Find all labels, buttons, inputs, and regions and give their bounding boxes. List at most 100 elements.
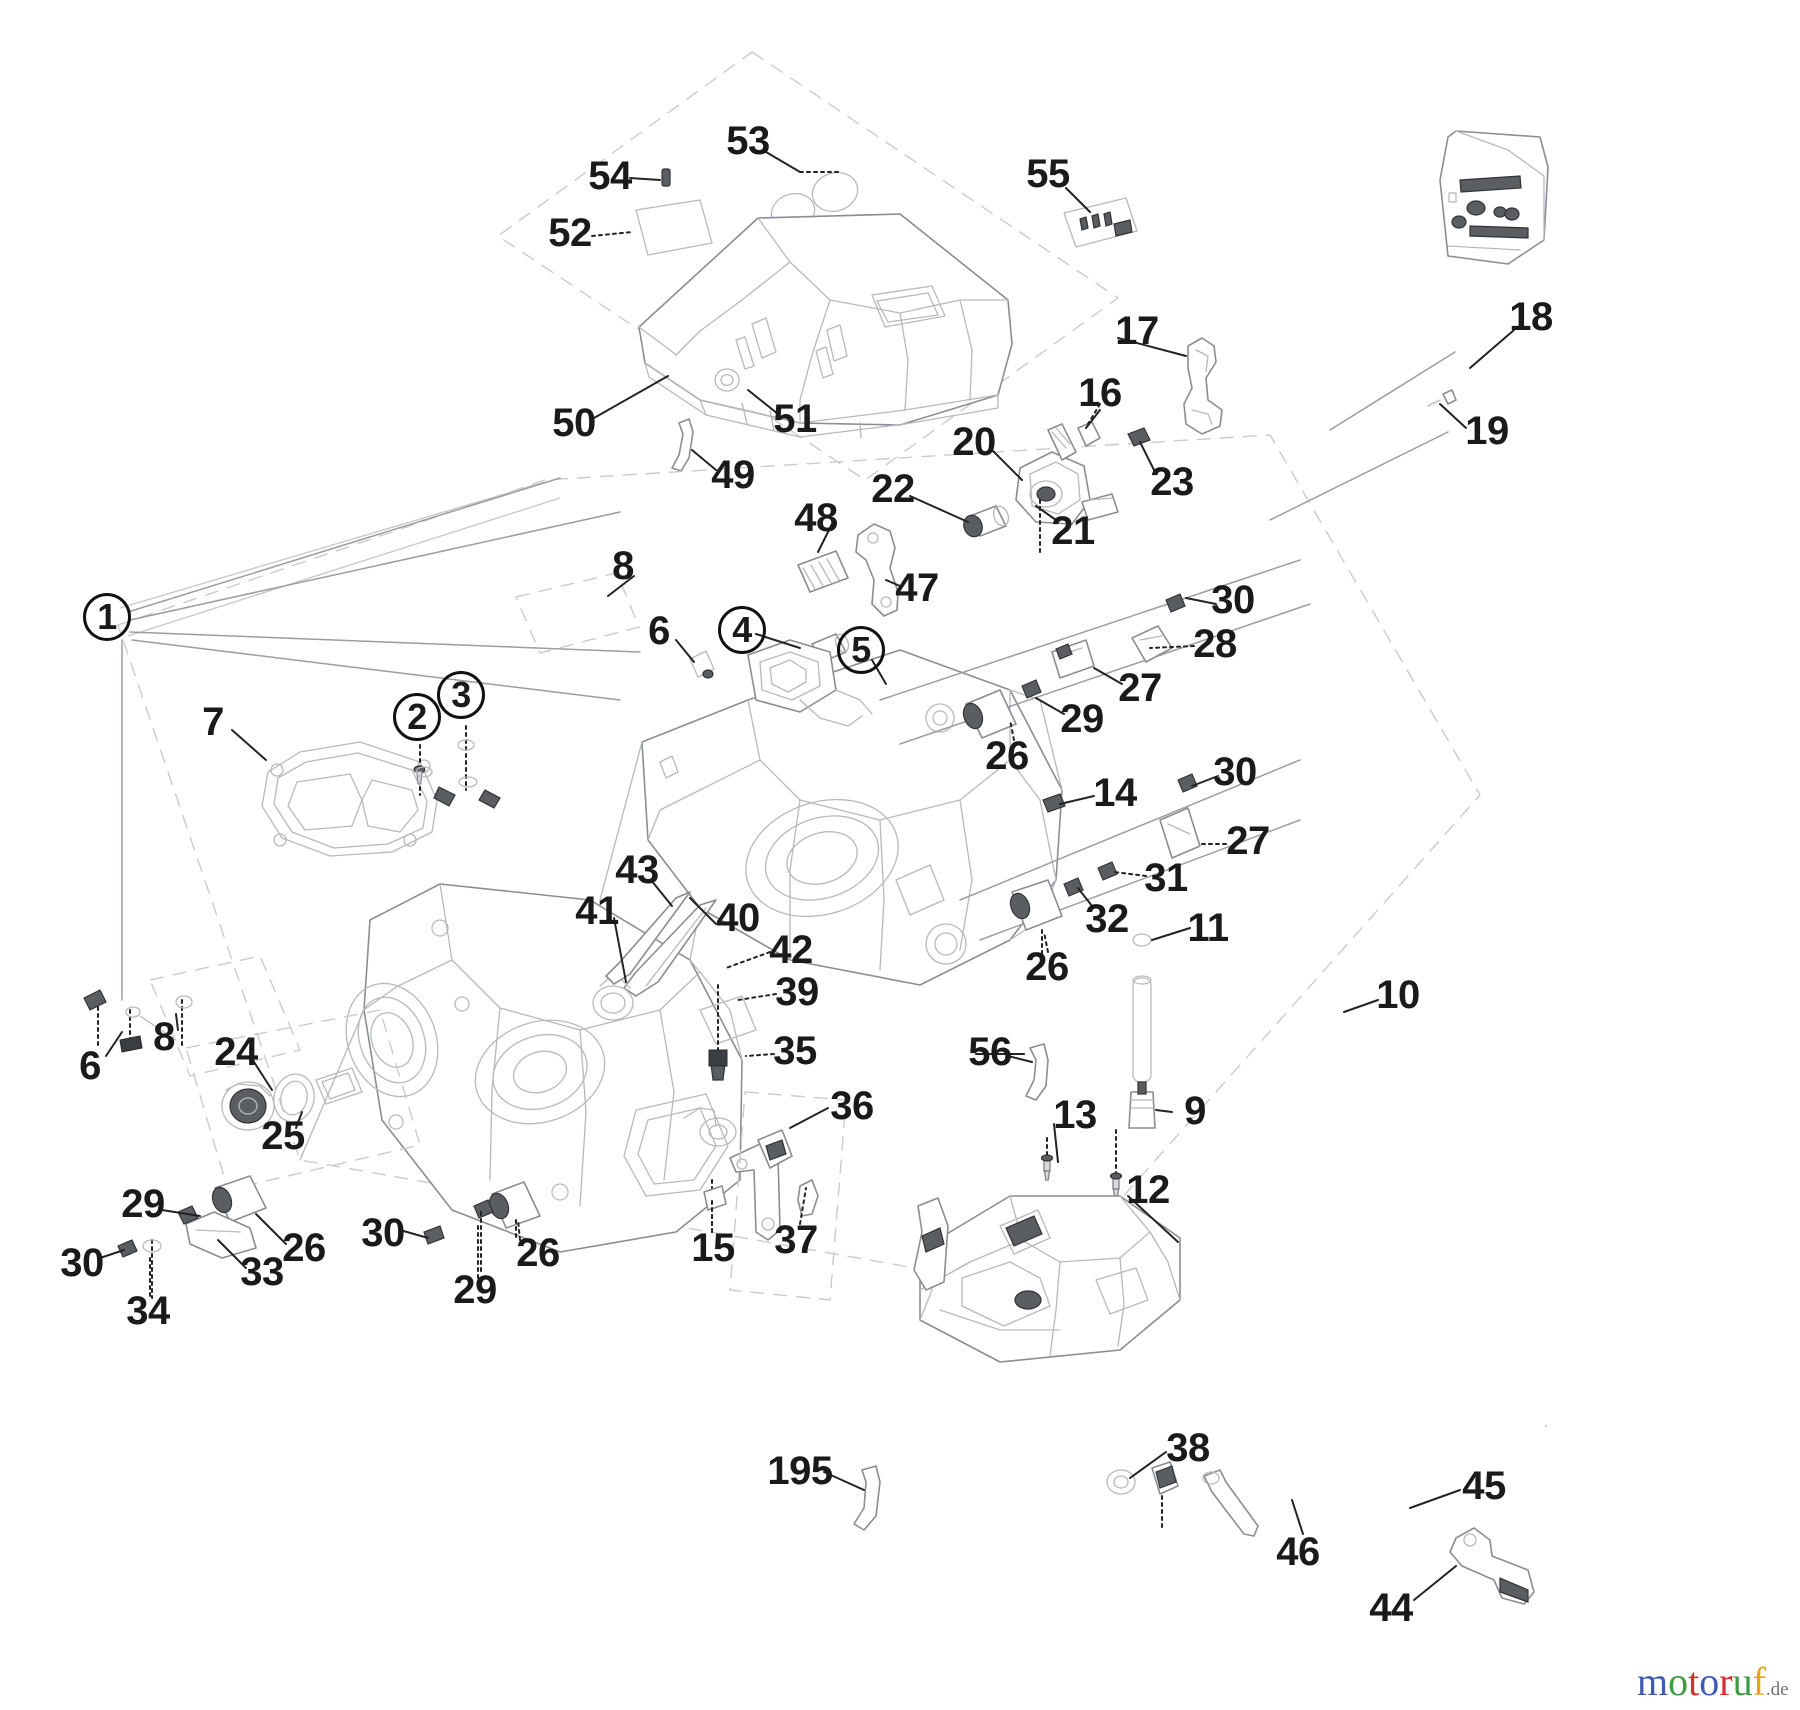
callout-8: 8 [153, 1015, 175, 1059]
callout-15: 15 [691, 1226, 735, 1270]
callout-21: 21 [1051, 509, 1095, 553]
part-47-lever [855, 523, 899, 617]
part-54-plug [661, 168, 671, 187]
callout-26: 26 [282, 1226, 326, 1270]
callout-34: 34 [126, 1289, 170, 1333]
part-195-clip [853, 1465, 881, 1531]
callout-44: 44 [1369, 1586, 1413, 1630]
crankcase-lower-half [345, 883, 757, 1253]
callout-30: 30 [1211, 578, 1255, 622]
callout-47: 47 [895, 566, 939, 610]
callout-8: 8 [612, 544, 634, 588]
callout-45: 45 [1462, 1464, 1506, 1508]
callout-10: 10 [1376, 973, 1420, 1017]
part-20-carburetor [1015, 423, 1119, 525]
callout-22: 22 [871, 467, 915, 511]
callout-26: 26 [985, 734, 1029, 778]
part-7-gasket [261, 741, 438, 857]
part-49-clip [671, 418, 694, 472]
callout-23: 23 [1150, 460, 1194, 504]
part-36-37-group [729, 1091, 847, 1301]
part-50-engine-cover [638, 213, 1013, 439]
callout-4: 4 [718, 606, 766, 654]
callout-14: 14 [1093, 771, 1137, 815]
callout-3: 3 [437, 671, 485, 719]
callout-26: 26 [516, 1231, 560, 1275]
callout-56: 56 [968, 1030, 1012, 1074]
callout-2: 2 [393, 693, 441, 741]
part-12-handle-frame [913, 1195, 1181, 1363]
callout-28: 28 [1193, 622, 1237, 666]
part-43-hose [623, 899, 717, 997]
callout-50: 50 [552, 401, 596, 445]
callout-30: 30 [60, 1241, 104, 1285]
part-9-fuel-filter [1128, 1081, 1156, 1129]
part-8-plate-upper [515, 572, 640, 654]
watermark-letter: m [1637, 1659, 1669, 1704]
watermark-letter: f [1752, 1659, 1766, 1704]
callout-16: 16 [1078, 371, 1122, 415]
callout-195: 195 [767, 1449, 833, 1493]
watermark-letter: r [1719, 1659, 1733, 1704]
part-24-25-group [149, 955, 421, 1191]
part-26-29-30-mid [423, 1181, 541, 1273]
callout-9: 9 [1184, 1089, 1206, 1133]
part-44-bracket [1449, 1527, 1535, 1605]
callout-41: 41 [575, 889, 619, 933]
callout-42: 42 [769, 928, 813, 972]
watermark-letter: o [1668, 1659, 1689, 1704]
part-6-8-fasteners-left [83, 989, 193, 1053]
leader-lines [99, 151, 1515, 1601]
callout-54: 54 [588, 154, 632, 198]
callout-27: 27 [1226, 819, 1270, 863]
callout-6: 6 [648, 609, 670, 653]
callout-51: 51 [773, 397, 817, 441]
callout-25: 25 [261, 1114, 305, 1158]
callout-52: 52 [548, 211, 592, 255]
watermark-suffix: .de [1765, 1679, 1789, 1700]
callout-32: 32 [1085, 897, 1129, 941]
cover-group-boundary [496, 51, 1120, 481]
part-45-rod [1202, 1469, 1259, 1537]
callout-55: 55 [1026, 152, 1070, 196]
callout-20: 20 [952, 420, 996, 464]
callout-6: 6 [79, 1044, 101, 1088]
part-56-clip [1025, 1043, 1049, 1101]
callout-12: 12 [1126, 1168, 1170, 1212]
crankcase-group-boundary [117, 434, 1481, 1291]
callout-19: 19 [1465, 409, 1509, 453]
callout-11: 11 [1187, 906, 1229, 950]
callout-39: 39 [775, 970, 819, 1014]
part-48-spring [797, 550, 849, 593]
motoruf-watermark: motoruf.de [1637, 1662, 1789, 1702]
part-19-screw [1427, 389, 1457, 407]
part-38-46-45-44-group [1106, 1461, 1535, 1605]
callout-27: 27 [1118, 666, 1162, 710]
part-55-decal [1063, 197, 1138, 248]
callout-37: 37 [774, 1218, 818, 1262]
callout-1: 1 [83, 593, 131, 641]
fuel-line-group [1128, 933, 1156, 1129]
callout-7: 7 [202, 700, 224, 744]
callout-30: 30 [1213, 750, 1257, 794]
callout-30: 30 [361, 1211, 405, 1255]
callout-17: 17 [1115, 309, 1159, 353]
part-25-ring [273, 1073, 315, 1123]
callout-29: 29 [453, 1268, 497, 1312]
callout-33: 33 [240, 1250, 284, 1294]
part-51-grommet [714, 368, 740, 392]
part-13-screws [1040, 1129, 1123, 1199]
watermark-letter: o [1699, 1659, 1720, 1704]
watermark-letter: t [1688, 1659, 1700, 1704]
part-40-rod [605, 891, 691, 985]
part-3-screw [457, 725, 501, 809]
callout-31: 31 [1144, 856, 1188, 900]
callout-40: 40 [716, 896, 760, 940]
callout-26: 26 [1025, 945, 1069, 989]
crankcase-upper-half [641, 639, 1063, 986]
part-26-33-left [117, 1175, 267, 1299]
part-6-dowel-upper [689, 650, 715, 679]
callout-13: 13 [1053, 1093, 1097, 1137]
